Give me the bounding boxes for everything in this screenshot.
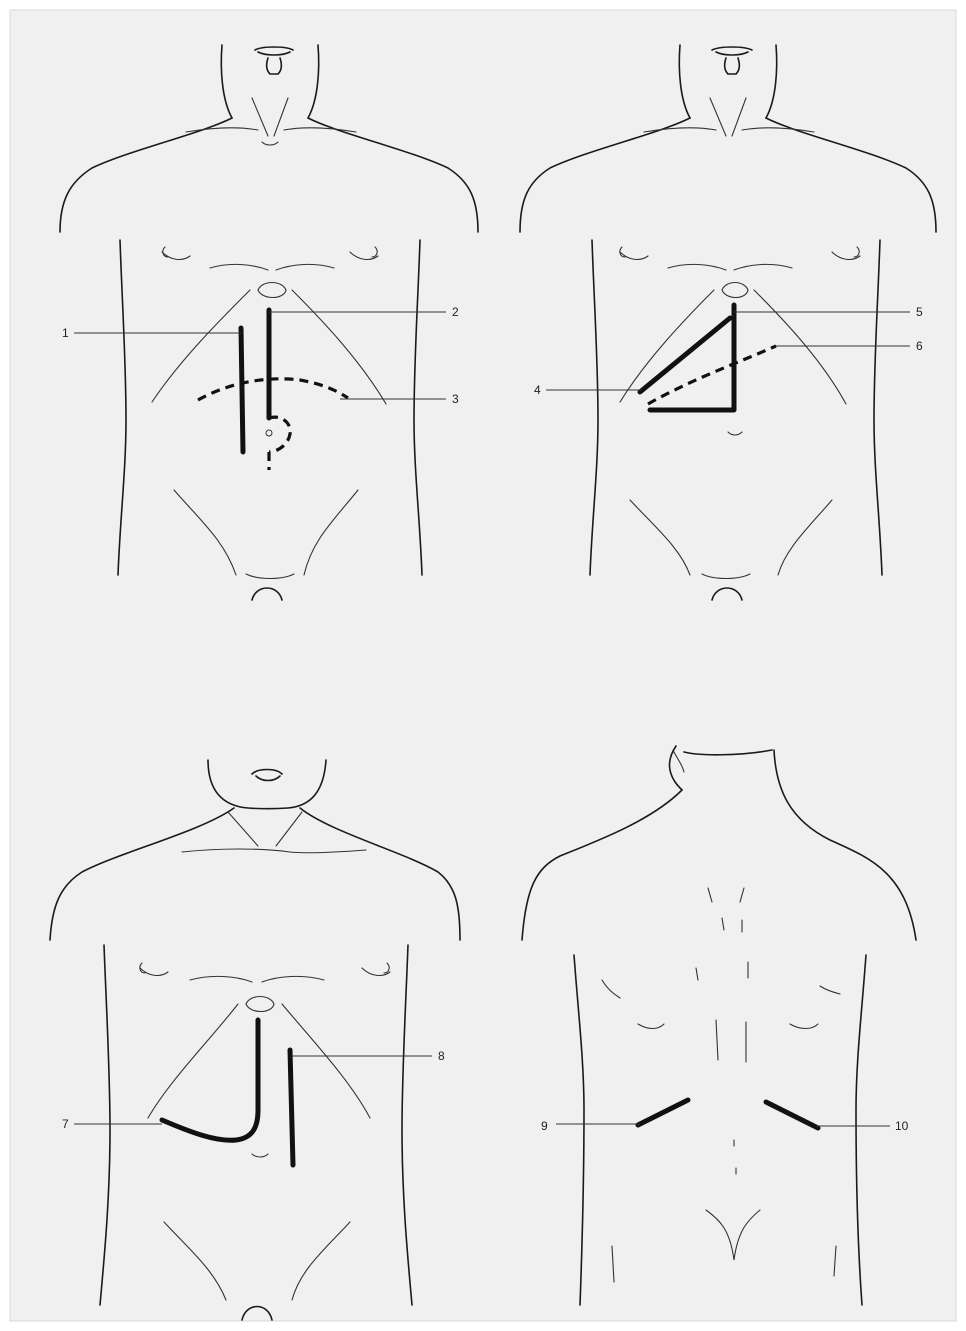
label-8: 8 bbox=[438, 1049, 445, 1063]
label-7: 7 bbox=[62, 1117, 69, 1131]
label-2: 2 bbox=[452, 305, 459, 319]
label-1: 1 bbox=[62, 326, 69, 340]
incision-paramedian bbox=[241, 328, 243, 452]
incision-paramedian-left bbox=[290, 1050, 293, 1165]
label-9: 9 bbox=[541, 1119, 548, 1133]
label-6: 6 bbox=[916, 339, 923, 353]
label-5: 5 bbox=[916, 305, 923, 319]
label-3: 3 bbox=[452, 392, 459, 406]
label-10: 10 bbox=[895, 1119, 909, 1133]
label-4: 4 bbox=[534, 383, 541, 397]
